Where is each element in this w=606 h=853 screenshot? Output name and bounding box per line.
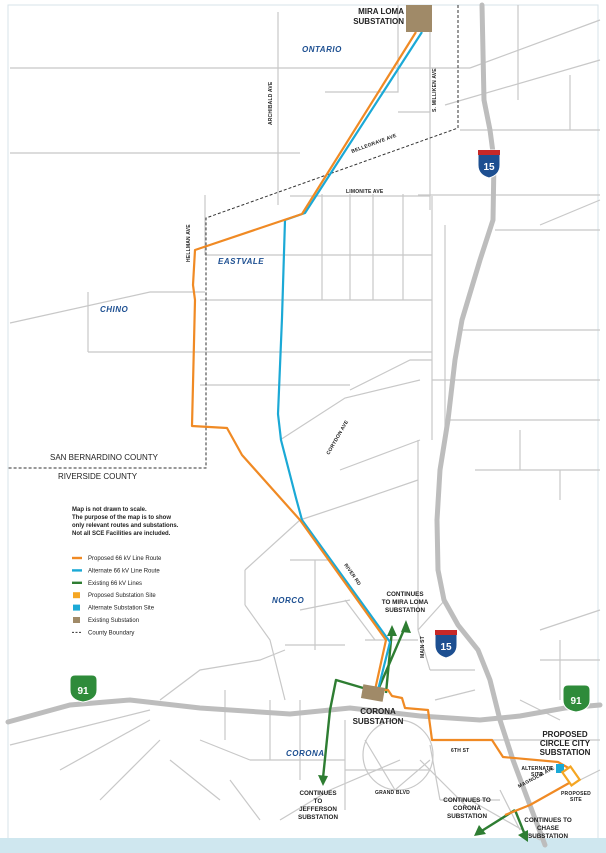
svg-text:PROPOSED: PROPOSED [561,791,591,797]
svg-text:MIRA LOMA: MIRA LOMA [358,7,404,16]
corona-substation-label: CORONA SUBSTATION [353,707,404,726]
svg-text:CONTINUES TO: CONTINUES TO [443,797,491,804]
legend-label: Existing Substation [88,618,139,624]
circle-city-substation-label: PROPOSED CIRCLE CITY SUBSTATION [540,730,591,757]
svg-text:only relevant routes and subst: only relevant routes and substations. [72,523,179,529]
svg-text:CIRCLE CITY: CIRCLE CITY [540,739,591,748]
street-label-6th-st: 6TH ST [451,748,469,754]
sr91-label-east: 91 [570,696,582,707]
continues-to-mira-loma-label: CONTINUES TO MIRA LOMA SUBSTATION [382,591,429,614]
mira-loma-substation-marker [406,5,432,32]
street-label-milliken: S. MILLIKEN AVE [432,68,438,112]
svg-text:PROPOSED: PROPOSED [542,730,588,739]
legend-item: County Boundary [72,630,134,636]
proposed-site-label: PROPOSED SITE [561,791,591,803]
svg-text:JEFFERSON: JEFFERSON [299,806,337,813]
alternate-site-marker [556,764,564,773]
svg-text:CORONA: CORONA [360,707,396,716]
svg-text:SUBSTATION: SUBSTATION [298,814,338,821]
street-label-main-st: MAIN ST [420,636,426,658]
svg-text:The purpose of the map is to s: The purpose of the map is to show [72,515,171,521]
city-label-chino: CHINO [100,305,129,314]
sr91-shield-east: 91 [562,684,591,713]
legend-item: Proposed 66 kV Line Route [72,556,162,562]
city-label-eastvale: EASTVALE [218,257,264,266]
legend-label: Existing 66 kV Lines [88,581,142,587]
legend-label: Proposed Substation Site [88,593,156,599]
legend-label: Proposed 66 kV Line Route [88,556,162,562]
map-frame [7,4,599,849]
legend-box-swatch [73,617,80,623]
svg-text:Not all SCE Facilities are inc: Not all SCE Facilities are included. [72,531,171,537]
legend-label: County Boundary [88,630,134,636]
city-label-ontario: ONTARIO [302,45,342,54]
legend-box-swatch [73,592,80,599]
svg-text:SUBSTATION: SUBSTATION [353,717,404,726]
legend-item: Proposed Substation Site [73,592,156,599]
street-label-limonite: LIMONITE AVE [346,189,384,195]
continues-to-jefferson-label: CONTINUES TO JEFFERSON SUBSTATION [298,790,338,821]
legend-item: Existing 66 kV Lines [72,581,142,587]
scale-note: Map is not drawn to scale. The purpose o… [72,507,179,537]
grand-blvd-circle [362,719,434,791]
svg-text:CONTINUES: CONTINUES [299,790,336,797]
svg-text:SUBSTATION: SUBSTATION [385,607,425,614]
county-label-san-bernardino: SAN BERNARDINO COUNTY [50,453,159,462]
svg-text:SUBSTATION: SUBSTATION [353,17,404,26]
existing-line-to-mira-loma [376,624,408,691]
svg-text:CONTINUES TO: CONTINUES TO [524,817,572,824]
street-label-grand-blvd: GRAND BLVD [375,790,410,796]
svg-text:CONTINUES: CONTINUES [386,591,423,598]
street-grid [9,5,601,841]
svg-text:SITE: SITE [570,797,582,803]
city-label-corona: CORONA [286,749,325,758]
continues-to-chase-label: CONTINUES TO CHASE SUBSTATION [524,817,572,840]
sr91-shield-west: 91 [69,674,98,703]
continues-to-corona-label: CONTINUES TO CORONA SUBSTATION [443,797,491,820]
legend-item: Alternate Substation Site [73,604,155,612]
svg-text:SITE: SITE [531,772,543,778]
county-label-riverside: RIVERSIDE COUNTY [58,472,138,481]
svg-text:CORONA: CORONA [453,805,481,812]
existing-line-to-chase [513,809,527,836]
svg-text:TO MIRA LOMA: TO MIRA LOMA [382,599,429,606]
existing-line-to-jefferson [321,678,371,779]
existing-line-arrows [318,620,528,842]
legend-label: Alternate 66 kV Line Route [88,568,160,574]
city-label-norco: NORCO [272,596,305,605]
mira-loma-substation-label: MIRA LOMA SUBSTATION [353,7,404,26]
proposed-site-marker [560,765,582,787]
legend-item: Alternate 66 kV Line Route [72,568,160,574]
svg-text:SUBSTATION: SUBSTATION [447,813,487,820]
existing-line-to-mira-loma-2 [384,629,394,694]
svg-text:ALTERNATE: ALTERNATE [521,766,553,772]
svg-text:TO: TO [314,798,323,805]
i15-shield-south: 15 [434,629,458,659]
svg-text:SUBSTATION: SUBSTATION [540,748,591,757]
alternate-site-label: ALTERNATE SITE [521,766,553,778]
legend-item: Existing Substation [73,617,139,624]
i15-shield-north: 15 [477,149,501,179]
i15-label-south: 15 [440,642,452,653]
legend-box-swatch [73,604,80,611]
street-label-archibald: ARCHIBALD AVE [268,81,274,125]
svg-text:SUBSTATION: SUBSTATION [528,833,568,840]
svg-text:Map is not drawn to scale.: Map is not drawn to scale. [72,507,147,513]
svg-text:CHASE: CHASE [537,825,559,832]
corona-substation-marker [360,684,386,702]
proposed-66kv-route [190,31,580,817]
i15-label-north: 15 [483,162,495,173]
county-boundary [8,5,459,469]
legend-label: Alternate Substation Site [88,606,155,612]
sr91-label-west: 91 [77,686,89,697]
bottom-band [0,838,606,853]
street-label-hellman: HELLMAN AVE [186,224,192,262]
